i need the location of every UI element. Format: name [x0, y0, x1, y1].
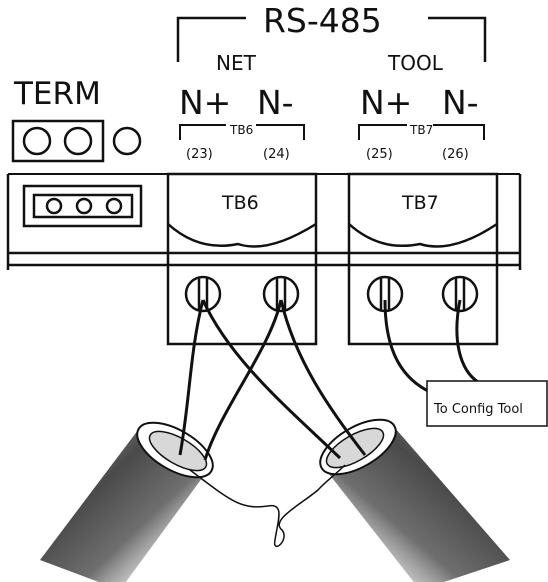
- screw-26: [441, 275, 479, 313]
- tb-small-brackets: [179, 124, 485, 140]
- tb7-small-label: TB7: [409, 123, 433, 137]
- left-cable: [40, 421, 214, 582]
- term-jumper: [11, 119, 142, 163]
- pin-24-label: (24): [263, 147, 290, 162]
- net-label: NET: [216, 51, 257, 75]
- screw-24: [262, 275, 300, 313]
- tb6-small-label: TB6: [229, 123, 253, 137]
- drain-wire: [189, 464, 346, 547]
- rs485-label: RS-485: [263, 1, 382, 40]
- tb6-pos-label: N+: [179, 83, 231, 122]
- term-label: TERM: [13, 76, 101, 112]
- network-wires: [178, 299, 367, 461]
- tb7-block-label: TB7: [401, 192, 439, 214]
- tb7-pos-label: N+: [360, 83, 412, 122]
- pin-26-label: (26): [442, 147, 469, 162]
- pin-23-label: (23): [186, 147, 213, 162]
- tb6-neg-label: N-: [257, 83, 294, 122]
- config-tool-wires: [383, 299, 479, 394]
- tool-label: TOOL: [387, 51, 444, 75]
- term-header: [22, 184, 143, 228]
- tb6-block-label: TB6: [221, 192, 259, 214]
- config-tool-label: To Config Tool: [433, 402, 523, 417]
- rs485-bracket: [176, 16, 487, 62]
- screw-23: [184, 275, 222, 313]
- tb7-neg-label: N-: [442, 83, 479, 122]
- config-tool-box: [426, 380, 548, 427]
- right-cable: [319, 418, 510, 582]
- board: [6, 173, 522, 270]
- pin-25-label: (25): [366, 147, 393, 162]
- tb7-terminal-block: [347, 172, 499, 346]
- tb6-terminal-block: [166, 172, 318, 346]
